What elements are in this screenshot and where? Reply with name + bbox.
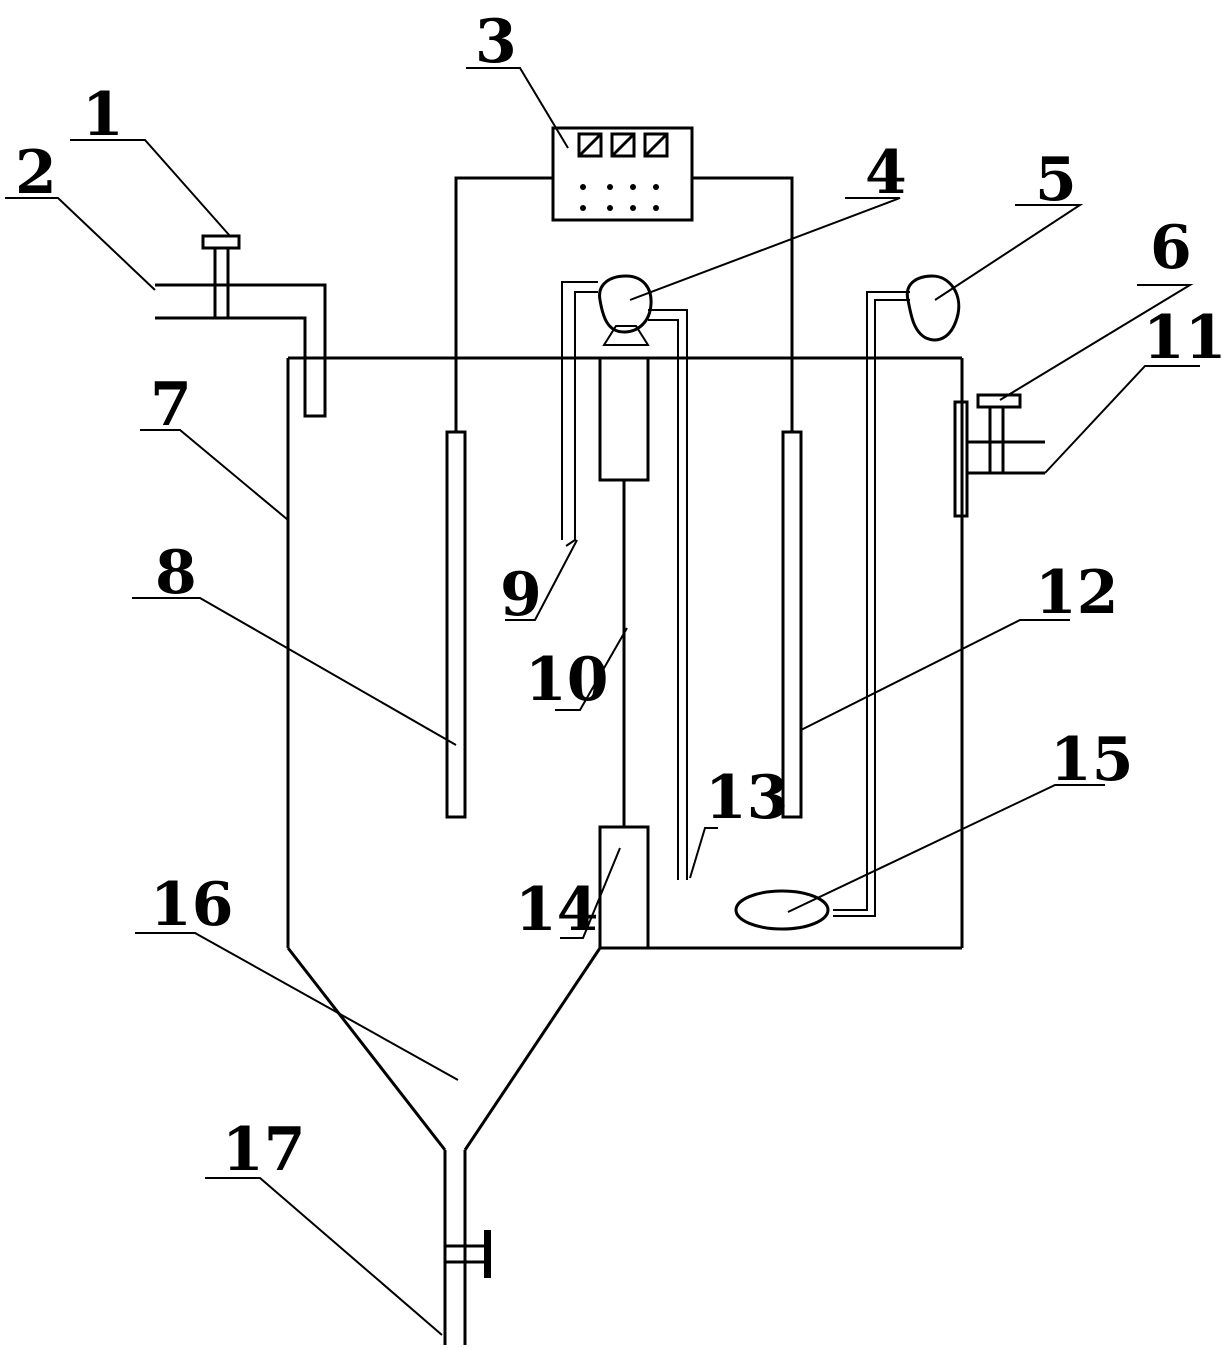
right-electrode-plate (781, 430, 803, 819)
label-6: 6 (1150, 213, 1192, 283)
aerator-disc (734, 889, 830, 931)
reactor-tank (286, 356, 964, 1151)
label-14: 14 (515, 875, 599, 945)
electrode-wires (454, 176, 794, 432)
inlet-valve (201, 234, 241, 318)
label-1: 1 (82, 80, 124, 150)
aeration-pump-5 (833, 274, 961, 917)
left-electrode-plate (445, 430, 467, 819)
label-12: 12 (1035, 558, 1119, 628)
pump-4 (561, 274, 688, 880)
label-17: 17 (222, 1115, 306, 1185)
label-9: 9 (500, 560, 542, 630)
label-13: 13 (705, 763, 789, 833)
central-column (598, 356, 650, 950)
bottom-valve (445, 1230, 491, 1278)
label-2: 2 (15, 138, 57, 208)
label-10: 10 (525, 645, 609, 715)
label-11: 11 (1143, 303, 1227, 373)
power-supply-box (551, 126, 694, 222)
label-4: 4 (865, 138, 907, 208)
label-7: 7 (150, 370, 192, 440)
leader-lines (5, 67, 1200, 1336)
label-3: 3 (475, 7, 517, 77)
side-outlet (953, 393, 1045, 518)
inlet-pipe (155, 283, 327, 418)
label-16: 16 (150, 870, 234, 940)
label-8: 8 (155, 538, 197, 608)
label-5: 5 (1035, 145, 1077, 215)
label-15: 15 (1050, 725, 1134, 795)
